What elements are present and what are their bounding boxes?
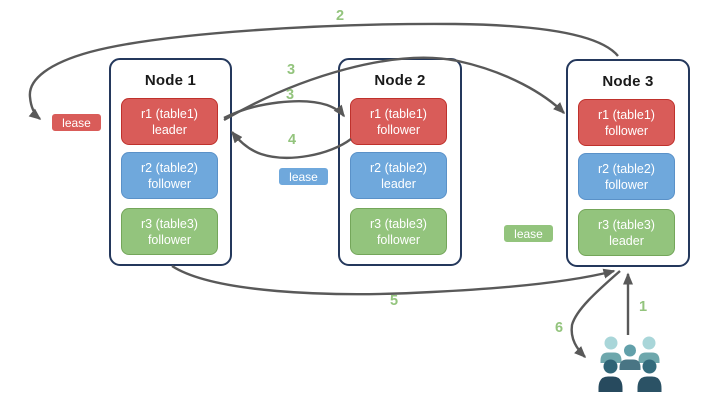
node-3-range-r2: r2 (table2) follower — [578, 153, 675, 200]
node-2-title: Node 2 — [374, 72, 426, 89]
range-role: follower — [376, 122, 421, 137]
lease-tag-r3: lease — [502, 223, 555, 244]
step-label-5: 5 — [389, 293, 399, 309]
node-3-title: Node 3 — [602, 73, 654, 90]
node-2-range-r1: r1 (table1) follower — [350, 98, 447, 145]
range-role: leader — [609, 233, 644, 248]
lease-tag-r1: lease — [50, 112, 103, 133]
node-3-range-r3: r3 (table3) leader — [578, 209, 675, 256]
range-role: leader — [381, 176, 416, 191]
range-name: r2 (table2) — [598, 161, 655, 176]
range-name: r1 (table1) — [598, 107, 655, 122]
step-label-1: 1 — [638, 299, 648, 315]
range-role: follower — [604, 177, 649, 192]
node-2: Node 2 r1 (table1) follower r2 (table2) … — [338, 58, 462, 266]
range-role: follower — [376, 232, 421, 247]
range-name: r3 (table3) — [370, 216, 427, 231]
lease-tag-r2: lease — [277, 166, 330, 187]
node-1-range-r2: r2 (table2) follower — [121, 152, 218, 199]
node-2-range-r2: r2 (table2) leader — [350, 152, 447, 199]
step-label-2: 2 — [335, 8, 345, 24]
range-name: r1 (table1) — [370, 106, 427, 121]
node-3: Node 3 r1 (table1) follower r2 (table2) … — [566, 59, 690, 267]
range-name: r3 (table3) — [598, 217, 655, 232]
step-label-3a: 3 — [286, 62, 296, 78]
arrow-step-5-node1-to-node3 — [171, 264, 616, 296]
node-1-range-r1: r1 (table1) leader — [121, 98, 218, 145]
users-icon — [598, 336, 662, 392]
node-1-title: Node 1 — [144, 72, 197, 89]
step-label-6: 6 — [554, 320, 564, 336]
range-name: r1 (table1) — [141, 106, 198, 121]
range-role: follower — [604, 123, 649, 138]
range-role: leader — [152, 122, 187, 137]
range-name: r2 (table2) — [370, 160, 427, 175]
node-3-range-r1: r1 (table1) follower — [578, 99, 675, 146]
node-2-range-r3: r3 (table3) follower — [350, 208, 447, 255]
range-name: r3 (table3) — [141, 216, 198, 231]
arrow-step-3-leader-to-node2 — [223, 100, 345, 120]
range-name: r2 (table2) — [141, 160, 198, 175]
node-1: Node 1 r1 (table1) leader r2 (table2) fo… — [109, 58, 232, 266]
node-1-range-r3: r3 (table3) follower — [121, 208, 218, 255]
step-label-3b: 3 — [285, 87, 295, 103]
step-label-4: 4 — [287, 132, 297, 148]
range-role: follower — [147, 232, 192, 247]
range-role: follower — [147, 176, 192, 191]
